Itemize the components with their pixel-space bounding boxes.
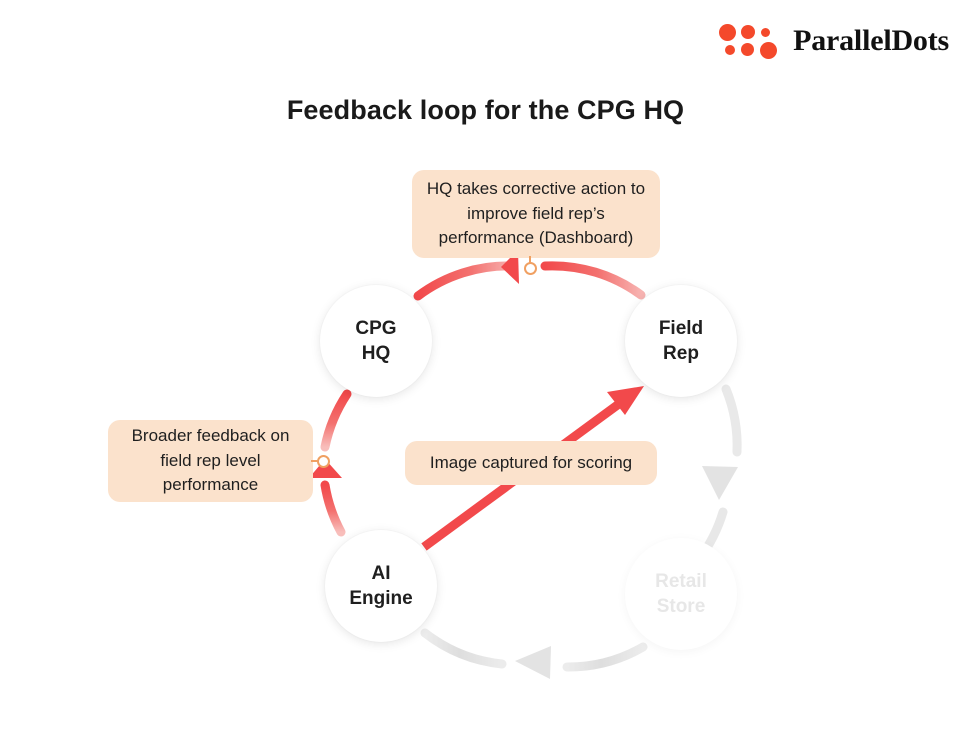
callout-hq-corrective-action-text: HQ takes corrective action to improve fi…: [426, 179, 646, 248]
brand-name: ParallelDots: [793, 24, 949, 57]
edge-ai-engine-to-cpg-hq: [309, 389, 352, 537]
brand-logo: ParallelDots: [719, 22, 949, 60]
callout-image-captured: Image captured for scoring: [405, 441, 657, 485]
page-title: Feedback loop for the CPG HQ: [286, 95, 685, 125]
edge-field-rep-to-retail-store: [695, 384, 742, 563]
edge-retail-store-to-ai-engine: [420, 628, 648, 679]
callout-hq-corrective-action: HQ takes corrective action to improve fi…: [412, 170, 660, 258]
callout-broader-feedback: Broader feedback on field rep level perf…: [108, 420, 313, 502]
callout-broader-feedback-text: Broader feedback on field rep level perf…: [131, 426, 290, 495]
edge-field-rep-to-cpg-hq: [413, 250, 646, 301]
callout-image-captured-text: Image captured for scoring: [429, 452, 633, 472]
paralleldots-dots-icon: [719, 22, 778, 60]
